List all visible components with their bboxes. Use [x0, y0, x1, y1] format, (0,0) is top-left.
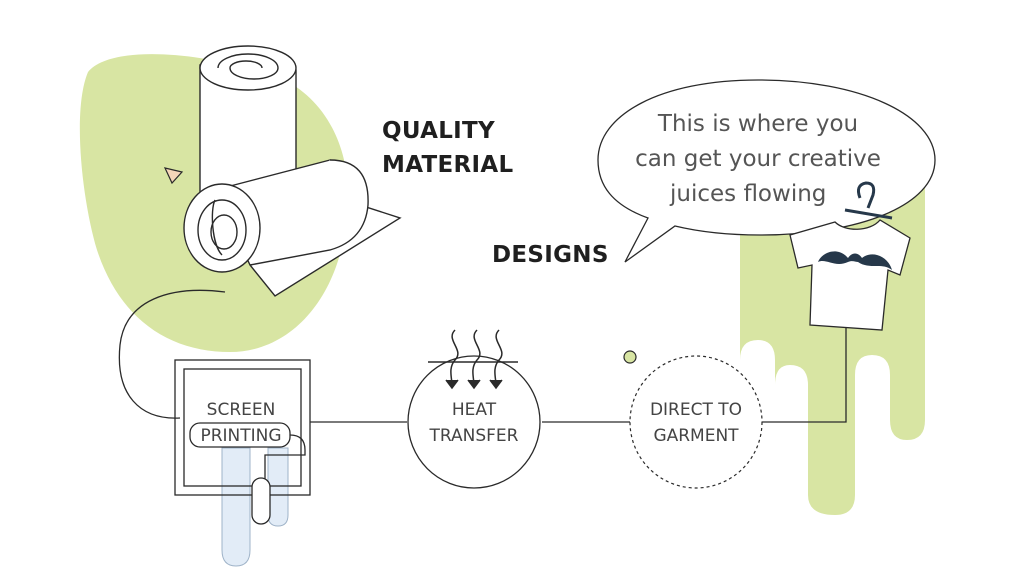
screen-line2: PRINTING	[200, 426, 282, 446]
heat-line2: TRANSFER	[429, 426, 519, 446]
quality-material-heading: QUALITY MATERIAL	[382, 114, 513, 182]
mustache-icon	[818, 251, 892, 270]
speech-bubble	[597, 79, 936, 263]
bubble-line1: This is where you	[657, 111, 859, 137]
heat-transfer-label: HEAT TRANSFER	[419, 397, 529, 449]
screen-printing-label: SCREEN PRINTING	[186, 397, 296, 449]
bubble-line3: juices flowing	[670, 181, 827, 207]
direct-to-garment-node	[629, 355, 763, 489]
tshirt-icon	[789, 219, 911, 331]
designs-heading: DESIGNS	[492, 242, 609, 268]
direct-to-garment-label: DIRECT TO GARMENT	[636, 397, 756, 449]
blue-drips	[221, 447, 289, 567]
screen-printing-frame	[174, 359, 311, 496]
bubble-line2: can get your creative	[635, 146, 881, 172]
dtg-line1: DIRECT TO	[649, 400, 743, 420]
quality-line1: QUALITY	[382, 118, 495, 144]
screen-line1: SCREEN	[206, 400, 276, 420]
paint-roller-icon	[189, 422, 306, 525]
dtg-line2: GARMENT	[653, 426, 739, 446]
fabric-roll-icon	[183, 159, 402, 297]
connector-rolls-to-screen	[118, 289, 226, 419]
quality-line2: MATERIAL	[382, 152, 514, 178]
green-dot	[623, 350, 637, 364]
heat-transfer-node	[407, 355, 541, 489]
connector-line-3	[762, 298, 847, 423]
triangle-accent	[163, 167, 184, 185]
speech-bubble-text: This is where you can get your creative …	[608, 107, 908, 212]
heat-line1: HEAT	[451, 400, 497, 420]
heat-arrows-icon	[428, 329, 518, 390]
hanger-icon	[844, 181, 893, 220]
